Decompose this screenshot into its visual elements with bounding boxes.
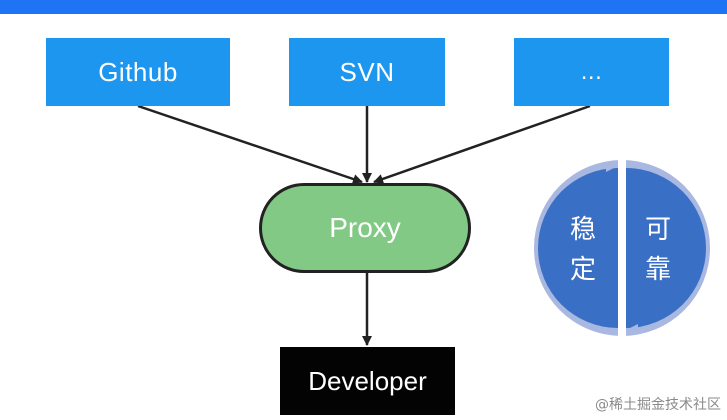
proxy-node: Proxy bbox=[259, 183, 471, 273]
cycle-arrow-top-icon bbox=[606, 162, 616, 172]
cycle-arrow-bottom-icon bbox=[628, 324, 638, 334]
developer-node: Developer bbox=[280, 347, 455, 415]
cycle-label-reliable: 可靠 bbox=[644, 215, 671, 285]
proxy-label: Proxy bbox=[329, 212, 401, 243]
header-band bbox=[0, 0, 727, 14]
cycle-right-half bbox=[626, 168, 706, 328]
source-more: ... bbox=[514, 38, 669, 106]
watermark: @稀土掘金技术社区 bbox=[595, 397, 721, 413]
cycle-graphic bbox=[534, 158, 710, 338]
cycle-left-half bbox=[538, 168, 618, 328]
source-svn: SVN bbox=[289, 38, 445, 106]
cycle-divider bbox=[618, 158, 626, 338]
arrow-more-to-proxy bbox=[373, 104, 591, 184]
source-github: Github bbox=[46, 38, 230, 106]
cycle-label-stable: 稳定 bbox=[569, 215, 596, 285]
developer-label: Developer bbox=[308, 365, 427, 396]
arrow-github-to-proxy bbox=[137, 104, 363, 184]
